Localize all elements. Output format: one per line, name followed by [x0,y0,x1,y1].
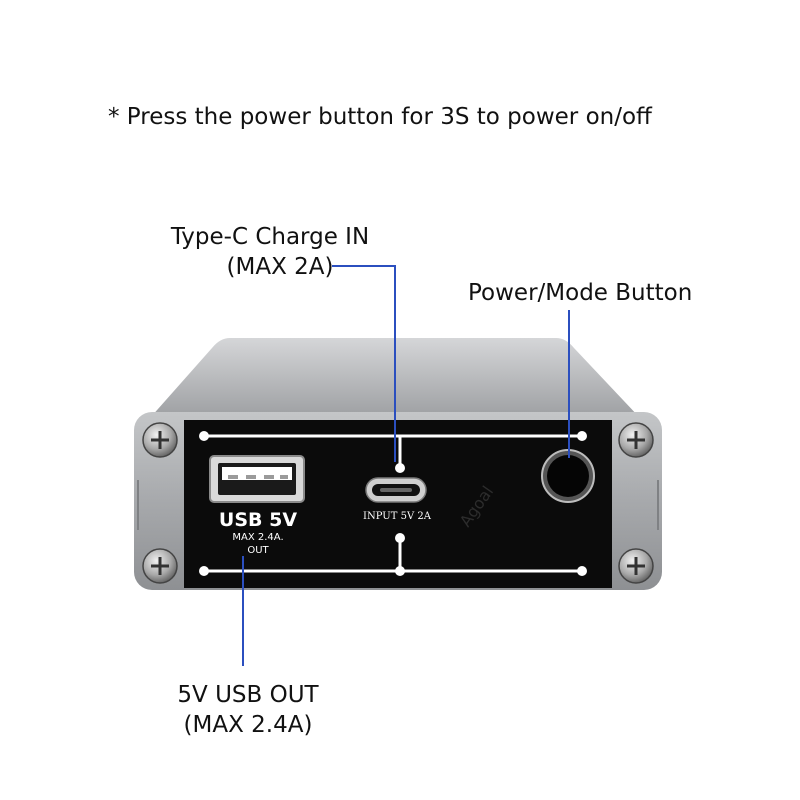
panel-guide-lines [202,434,584,573]
screw-top-left-icon [142,422,178,458]
usb-max-label: MAX 2.4A. [232,532,283,543]
housing-side-ribs [137,480,659,530]
instruction-note: * Press the power button for 3S to power… [108,104,652,130]
typec-callout-line2: (MAX 2A) [226,254,334,280]
front-panel [184,420,612,588]
screw-bottom-left-icon [142,548,178,584]
callout-lines [242,265,570,666]
typec-callout-label: Type-C Charge IN (MAX 2A) [150,222,390,282]
screw-bottom-right-icon [618,548,654,584]
typec-callout-line [332,265,396,462]
typec-callout-line1: Type-C Charge IN [170,224,370,250]
usb-out-callout-line1: 5V USB OUT [177,682,319,708]
power-mode-button[interactable] [541,449,595,503]
panel-guide-dots [199,431,587,576]
usb-5v-label: USB 5V [219,509,297,531]
usb-a-port[interactable] [209,455,305,503]
usb-out-label: OUT [247,545,269,556]
input-rating-label: INPUT 5V 2A [363,511,432,522]
power-callout-label: Power/Mode Button [468,280,693,306]
usb-out-callout-label: 5V USB OUT (MAX 2.4A) [168,680,328,740]
usb-c-port[interactable] [365,477,427,503]
usb-out-callout-line2: (MAX 2.4A) [183,712,313,738]
screw-top-right-icon [618,422,654,458]
